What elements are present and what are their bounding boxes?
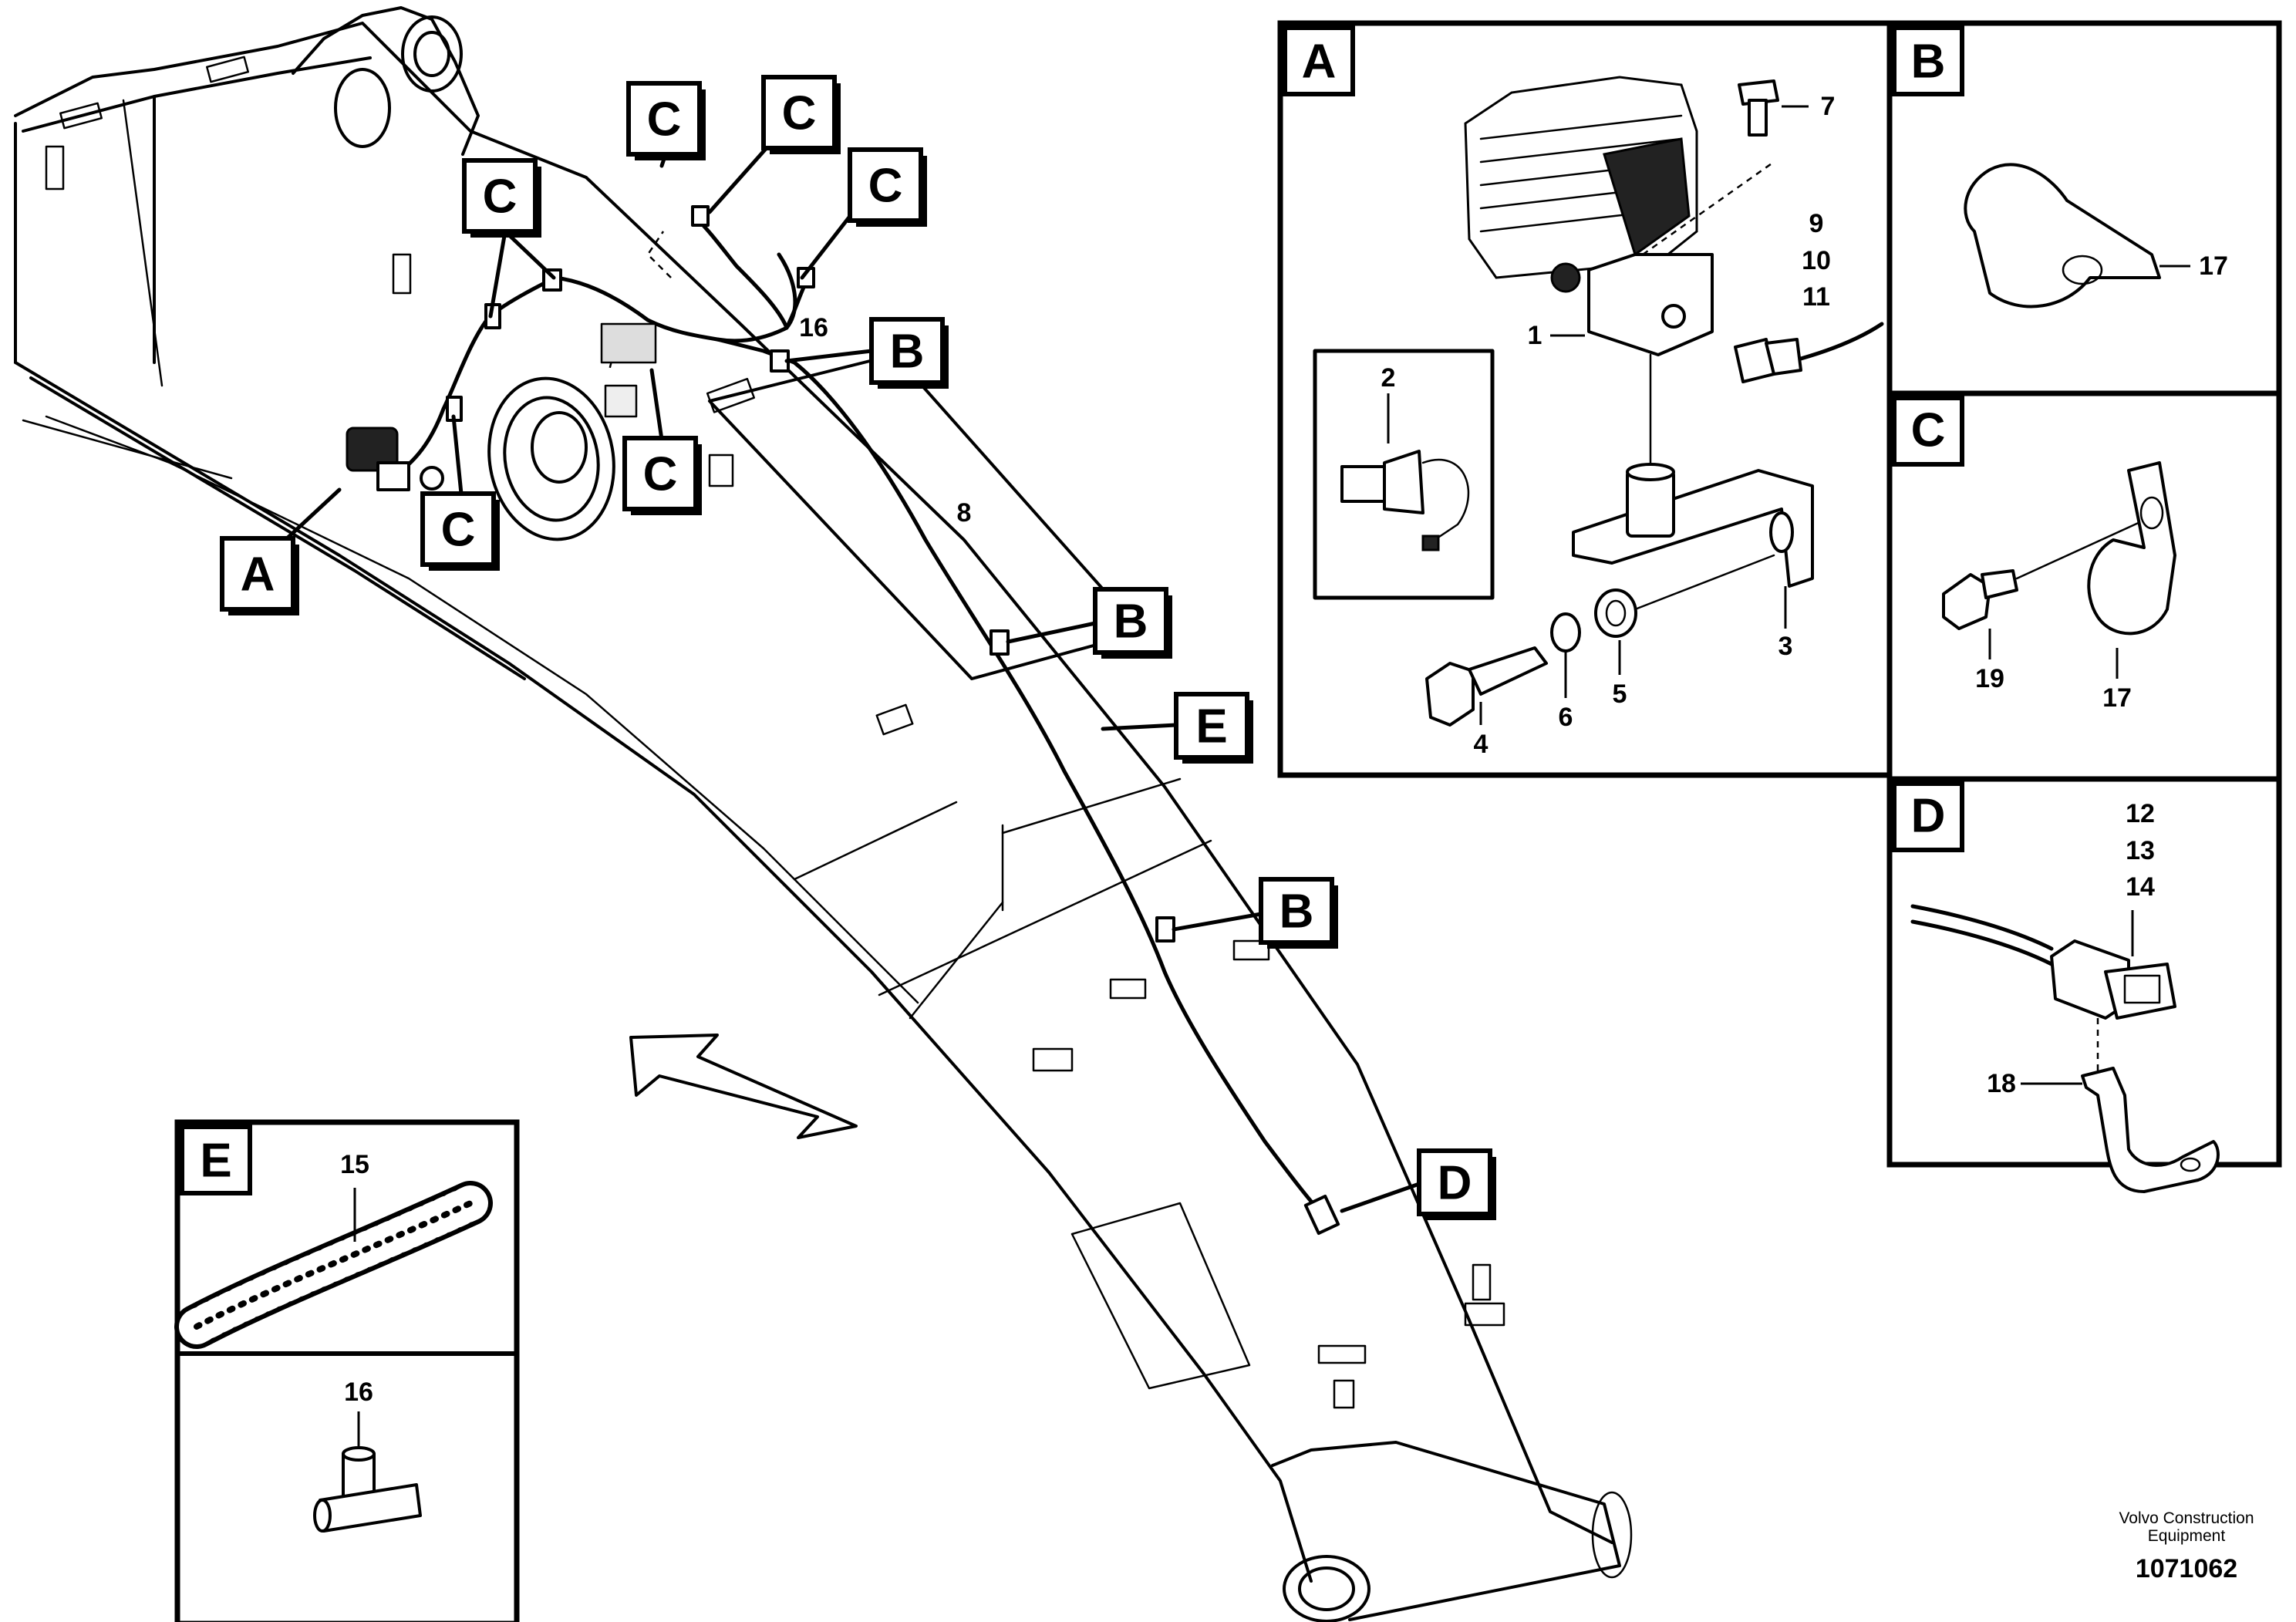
- part-label-16: 16: [799, 313, 828, 342]
- p-clip-icon: [1964, 163, 2161, 309]
- clip-b: [990, 629, 1010, 656]
- part-5-label: 5: [1613, 679, 1627, 709]
- detail-panel-d: D 18 12 13 14: [1886, 776, 2282, 1193]
- callout-c-1: C: [420, 491, 500, 571]
- svg-text:B: B: [890, 325, 925, 379]
- svg-text:C: C: [483, 170, 518, 224]
- svg-text:D: D: [1438, 1157, 1472, 1210]
- part-13-label: 13: [2126, 836, 2155, 865]
- worklight-icon: [1464, 76, 1714, 356]
- svg-text:A: A: [241, 548, 275, 602]
- part-15-label: 15: [340, 1150, 369, 1179]
- svg-text:C: C: [868, 160, 903, 213]
- svg-text:C: C: [647, 93, 682, 147]
- svg-text:A: A: [1302, 35, 1337, 89]
- part-16e-label: 16: [344, 1378, 373, 1407]
- callout-c-2: C: [462, 158, 541, 238]
- part-17-label: 17: [2199, 251, 2228, 281]
- svg-text:E: E: [1195, 700, 1227, 754]
- part-12-label: 12: [2126, 799, 2155, 828]
- part-18-label: 18: [1987, 1069, 2016, 1098]
- part-2-label: 2: [1381, 363, 1396, 393]
- callout-b-1: B: [869, 317, 949, 389]
- detail-panel-e: E 15 16: [174, 1119, 520, 1622]
- svg-text:C: C: [441, 504, 476, 557]
- washer-5-icon: [1594, 588, 1637, 638]
- part-3-label: 3: [1778, 632, 1793, 661]
- doc-number: 1071062: [2136, 1554, 2237, 1583]
- clip-b: [1155, 916, 1175, 943]
- part-6-label: 6: [1559, 703, 1573, 732]
- part-10-label: 10: [1802, 246, 1831, 275]
- svg-text:C: C: [1911, 404, 1946, 457]
- wiring-harness: [346, 205, 1340, 1236]
- part-7-label: 7: [1821, 92, 1836, 121]
- corrugated-tube-15-icon: [174, 1181, 493, 1349]
- part-14-label: 14: [2126, 872, 2155, 902]
- part-4-label: 4: [1474, 730, 1489, 759]
- svg-text:D: D: [1911, 790, 1946, 843]
- svg-text:B: B: [1279, 885, 1314, 939]
- svg-text:C: C: [643, 448, 678, 501]
- detail-panel-a: A: [1277, 20, 1893, 778]
- bracket-3-icon: [1572, 463, 1814, 588]
- callout-c-5: C: [848, 147, 927, 227]
- callout-c-3: C: [626, 81, 706, 160]
- svg-text:B: B: [1911, 35, 1946, 89]
- boom-drawing: [14, 6, 1633, 1622]
- bolt-4-icon: [1425, 646, 1548, 727]
- callout-d: D: [1417, 1148, 1496, 1220]
- callout-e: E: [1174, 692, 1253, 764]
- part-9-label: 9: [1809, 209, 1824, 238]
- company-line-1: Volvo Construction: [2119, 1509, 2254, 1527]
- clip-c: [542, 268, 562, 292]
- detail-panel-b: B 17: [1886, 20, 2282, 396]
- bulb-2-icon: [1340, 450, 1470, 551]
- callout-a: A: [220, 536, 299, 615]
- bolt-7-icon: [1738, 79, 1779, 137]
- company-line-2: Equipment: [2148, 1527, 2226, 1545]
- callout-b-3: B: [1259, 877, 1338, 949]
- footer: Volvo Construction Equipment 1071062: [2119, 1509, 2254, 1583]
- part-1-label: 1: [1528, 321, 1542, 350]
- callout-b-2: B: [1093, 587, 1172, 659]
- connector-d-icon: [2050, 939, 2176, 1020]
- svg-text:C: C: [782, 87, 817, 140]
- tee-16-icon: [313, 1446, 422, 1533]
- p-clip-c-icon: [2087, 461, 2176, 636]
- callout-c-4: C: [761, 75, 841, 154]
- part-19-label: 19: [1975, 664, 2004, 693]
- part-17c-label: 17: [2102, 683, 2132, 713]
- callout-c-6: C: [622, 436, 702, 515]
- svg-text:B: B: [1114, 595, 1148, 649]
- part-11-label: 11: [1802, 282, 1830, 312]
- callout-leaders: [283, 140, 1421, 1213]
- washer-6-icon: [1550, 612, 1581, 653]
- svg-text:E: E: [200, 1135, 231, 1188]
- part-label-8: 8: [957, 498, 972, 528]
- bolt-19-icon: [1942, 569, 2018, 630]
- connector-icon: [1734, 322, 1884, 383]
- detail-panel-c: C 19 17: [1886, 390, 2282, 782]
- bracket-18-icon: [2081, 1067, 2220, 1193]
